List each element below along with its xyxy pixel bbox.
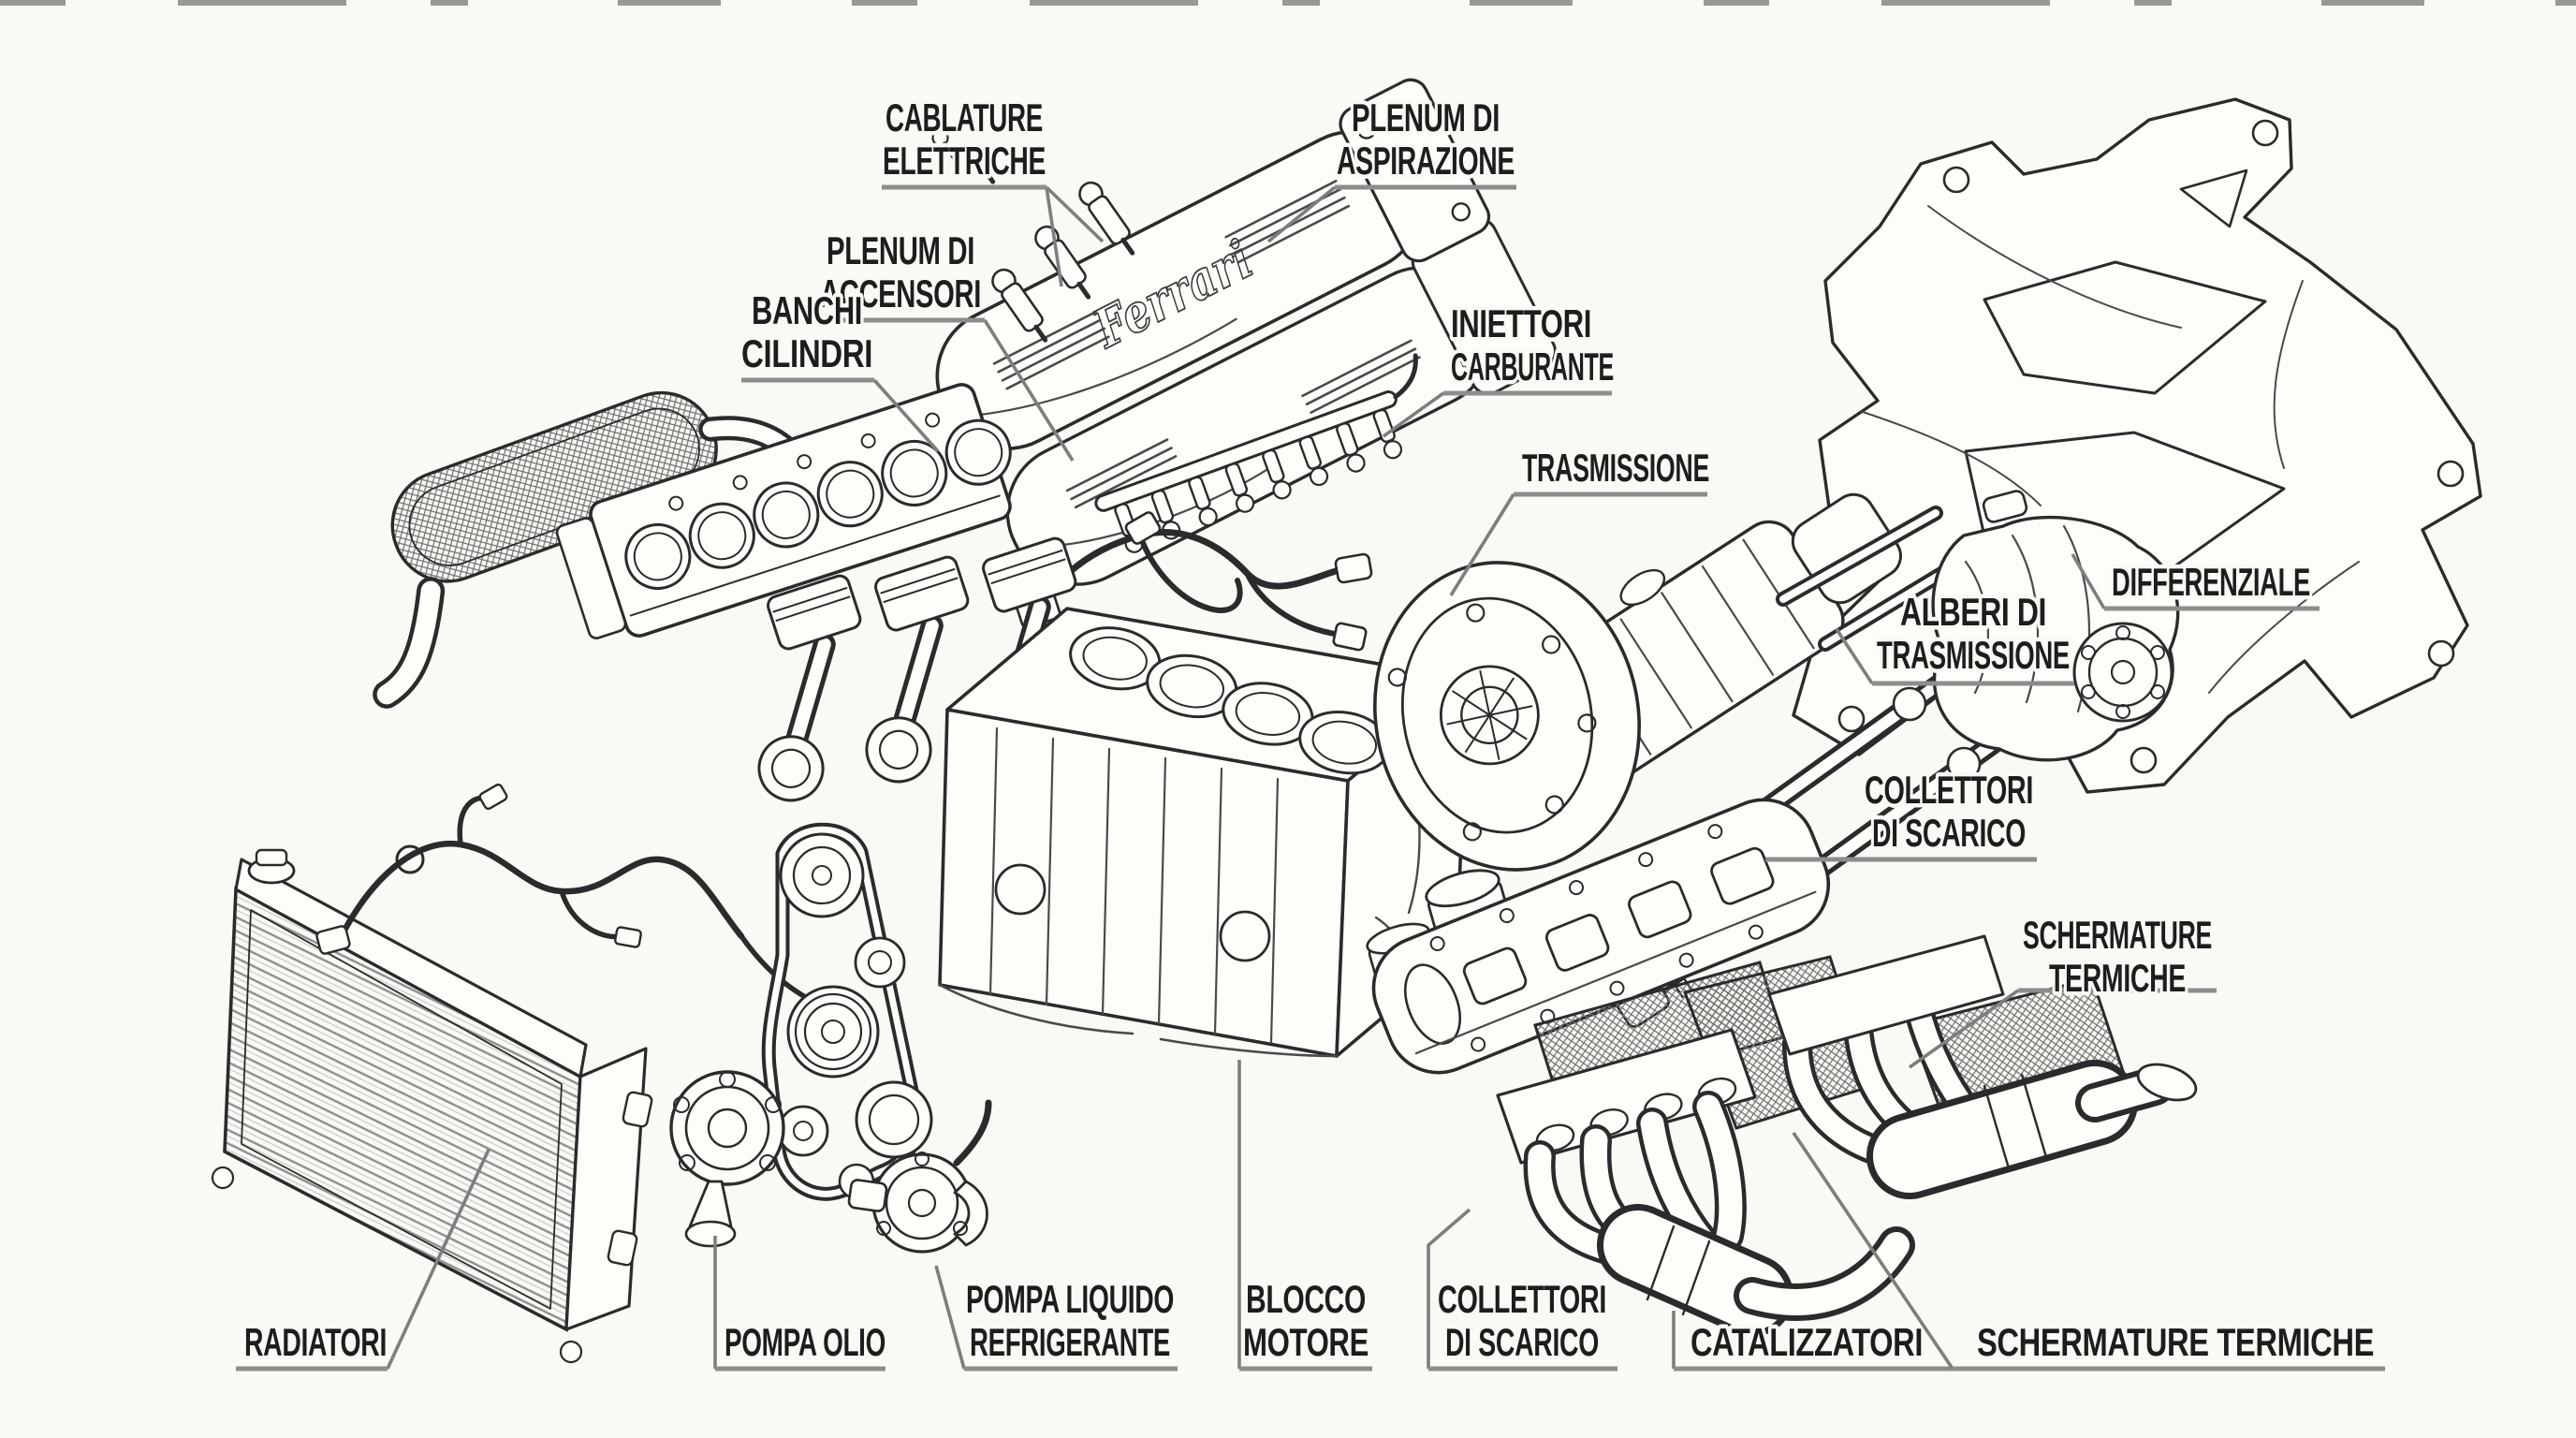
label-text: DI SCARICO: [1872, 811, 2026, 855]
label-text: PLENUM DI: [1352, 95, 1500, 139]
label-text: REFRIGERANTE: [970, 1320, 1170, 1364]
leader-line: [1045, 186, 1063, 287]
differential: [1931, 490, 2180, 762]
catalytic-converters: [1597, 1060, 2198, 1337]
accessory-belt-system: [761, 822, 933, 1201]
leader-line: [1792, 1131, 1954, 1371]
label-text: CABLATURE: [886, 95, 1043, 139]
leader-line: [872, 378, 940, 453]
leader-line: [934, 1265, 966, 1370]
label-text: BLOCCO: [1246, 1277, 1366, 1321]
label-text: COLLETTORI: [1865, 768, 2033, 812]
leader-line: [1908, 989, 2020, 1069]
leader-line: [386, 1149, 490, 1370]
leader-line: [1382, 391, 1445, 438]
label-text: CATALIZZATORI: [1690, 1320, 1923, 1364]
label-trasmissione: TRASMISSIONE: [1449, 442, 1714, 596]
label-radiatori: RADIATORI: [236, 1149, 490, 1372]
oil-pump: [669, 1070, 785, 1248]
transmission: [1373, 492, 1984, 872]
leader-line: [1266, 185, 1337, 243]
label-text: DI SCARICO: [1445, 1320, 1599, 1364]
label-text: ASPIRAZIONE: [1337, 139, 1515, 183]
label-text: DIFFERENZIALE: [2112, 560, 2310, 604]
leader-line: [1835, 628, 1874, 684]
label-text: TRASMISSIONE: [1522, 446, 1709, 490]
label-schermature-termiche-bottom: SCHERMATURE TERMICHE: [1792, 1131, 2385, 1372]
label-text: COLLETTORI: [1438, 1277, 1606, 1321]
label-text: SCHERMATURE TERMICHE: [1977, 1320, 2374, 1364]
label-text: POMPA OLIO: [724, 1320, 886, 1364]
camshaft-cover: [1371, 798, 1831, 1075]
radiator: [211, 848, 653, 1364]
label-text: POMPA LIQUIDO: [966, 1277, 1174, 1321]
leader-line: [1427, 1208, 1471, 1369]
label-text: SCHERMATURE: [2023, 913, 2212, 957]
label-catalizzatori: CATALIZZATORI: [1672, 1311, 1975, 1372]
label-differenziale: DIFFERENZIALE: [2071, 553, 2320, 611]
coolant-pump: [847, 1099, 992, 1254]
label-text: RADIATORI: [244, 1320, 387, 1364]
leader-line: [1449, 493, 1515, 596]
label-text: BANCHI: [752, 288, 862, 332]
label-text: MOTORE: [1243, 1320, 1368, 1364]
label-text: ALBERI DI: [1900, 590, 2046, 634]
label-text: CILINDRI: [741, 331, 872, 375]
cylinder-head-bank: [555, 383, 1012, 639]
intake-plenum-lower: [1005, 217, 1557, 586]
label-text: CARBURANTE: [1451, 345, 1614, 389]
label-text: ACCENSORI: [820, 271, 981, 315]
label-text: TRASMISSIONE: [1877, 633, 2070, 677]
label-text: ELETTRICHE: [883, 139, 1046, 183]
intake-plenum-upper: Ferrari: [935, 78, 1491, 450]
label-text: TERMICHE: [2049, 956, 2186, 1000]
exhaust-header-left: [373, 390, 822, 709]
leader-line: [1045, 185, 1105, 243]
leader-line: [983, 319, 1075, 462]
leader-line: [2071, 553, 2106, 609]
label-pompa-olio: POMPA OLIO: [713, 1236, 890, 1372]
label-text: PLENUM DI: [827, 228, 974, 272]
label-text: INIETTORI: [1451, 301, 1591, 345]
